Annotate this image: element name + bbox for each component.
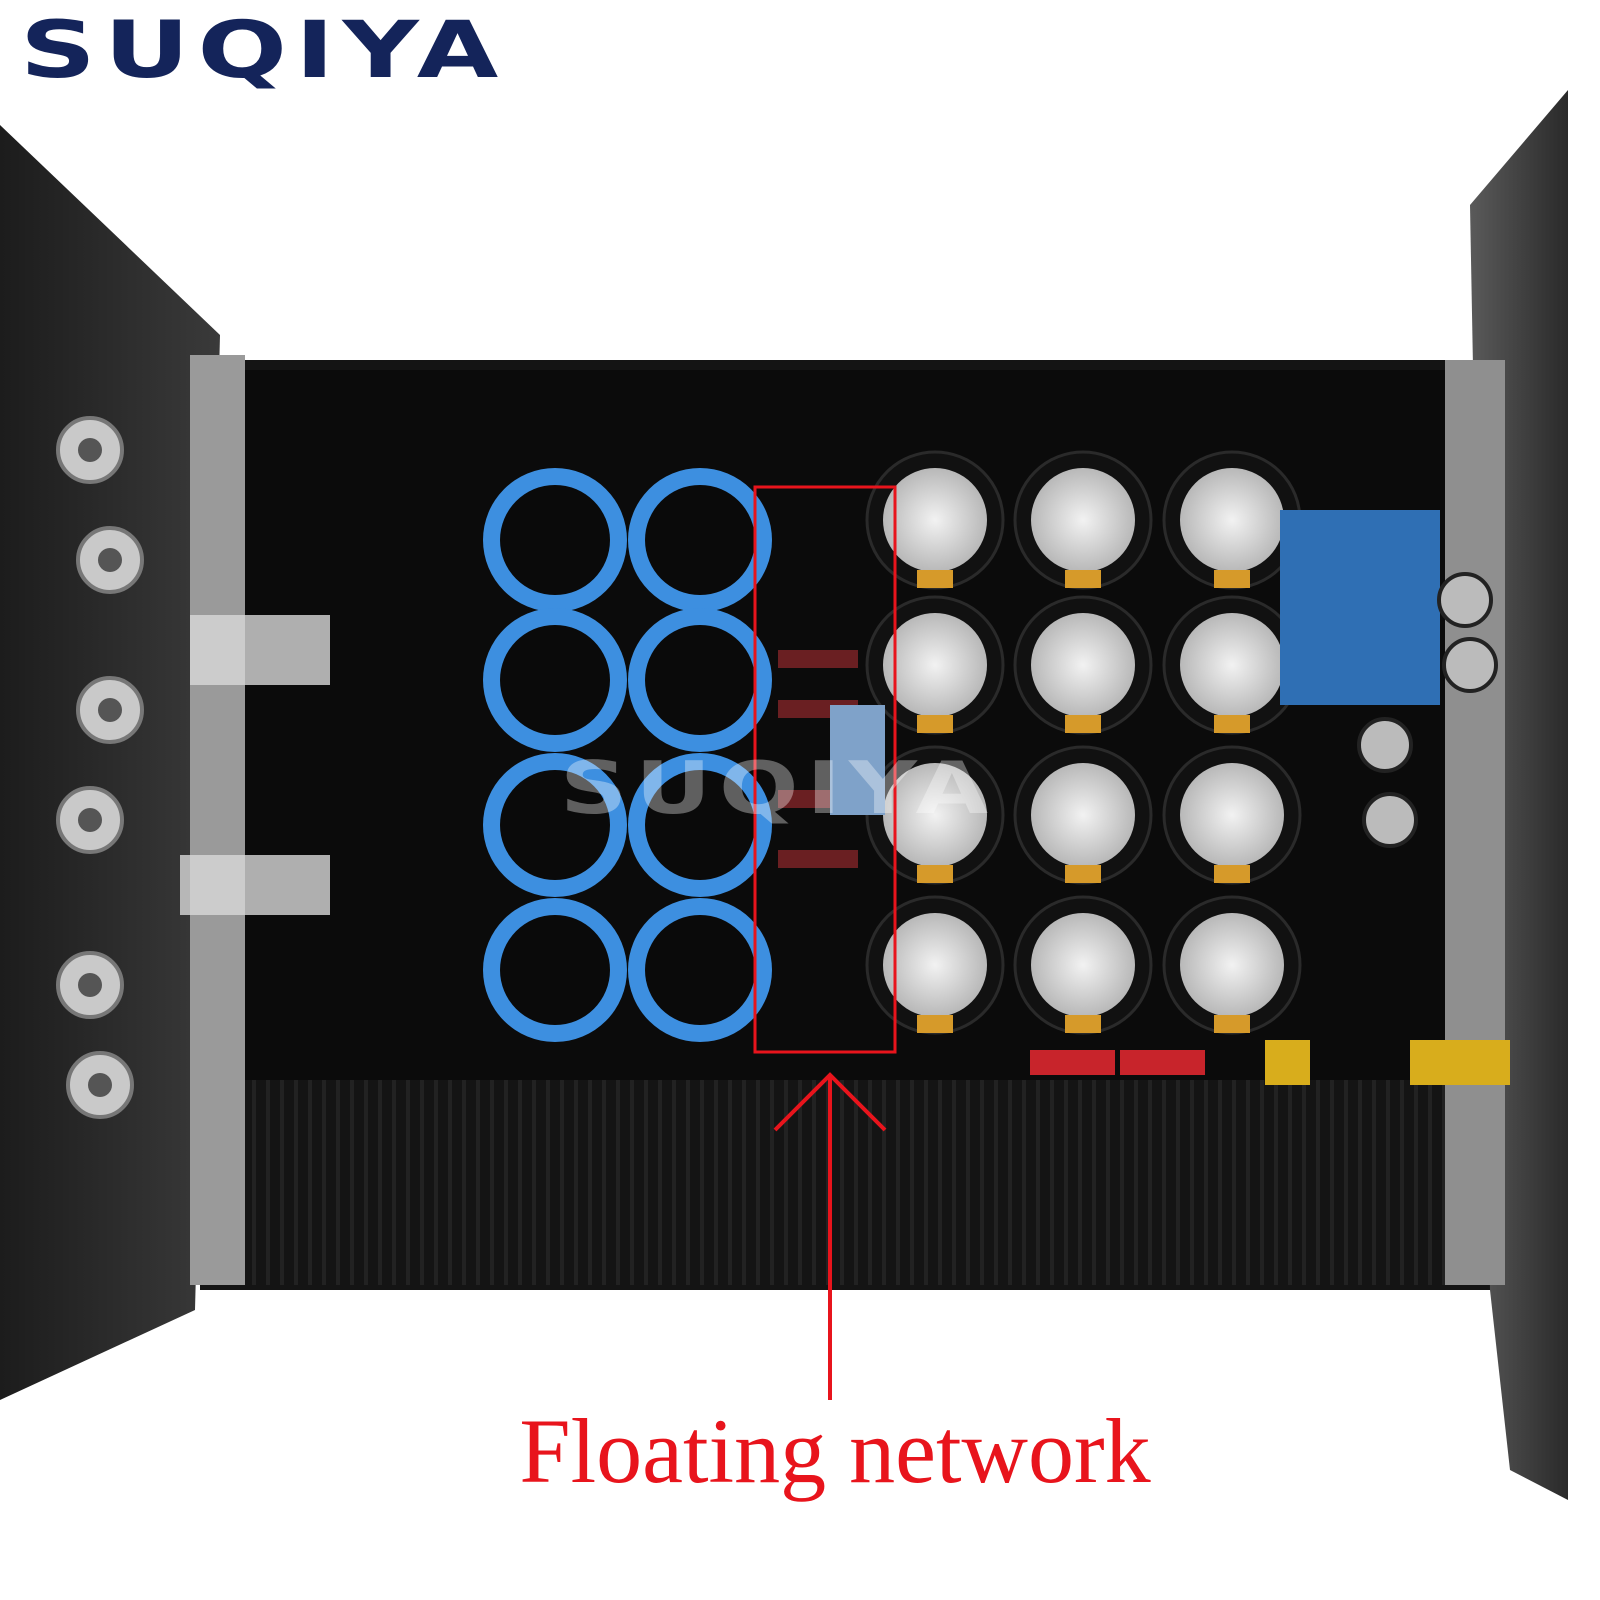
blue-capacitor-top bbox=[645, 770, 755, 880]
watermark: SUQIYA bbox=[560, 746, 996, 830]
highlight-box bbox=[753, 485, 897, 1054]
capacitor-label-stripe bbox=[1214, 715, 1250, 733]
capacitor-silver-top bbox=[1031, 613, 1135, 717]
yellow-capacitor bbox=[1265, 1040, 1310, 1085]
capacitor-silver-top bbox=[883, 763, 987, 867]
capacitor-label-stripe bbox=[1214, 865, 1250, 883]
capacitor-silver-top bbox=[1031, 763, 1135, 867]
capacitor-silver-top bbox=[1180, 468, 1284, 572]
terminal-center bbox=[78, 808, 102, 832]
floating-network-caption: Floating network bbox=[519, 1400, 1151, 1502]
small-capacitor bbox=[1362, 792, 1418, 848]
small-capacitor bbox=[1357, 717, 1413, 773]
capacitor-label-stripe bbox=[917, 1015, 953, 1033]
capacitor-silver-top bbox=[1180, 613, 1284, 717]
film-capacitor bbox=[1120, 1050, 1205, 1075]
terminal-center bbox=[88, 1073, 112, 1097]
capacitor-silver-top bbox=[1180, 763, 1284, 867]
capacitor-silver-top bbox=[1031, 468, 1135, 572]
capacitor-label-stripe bbox=[1065, 865, 1101, 883]
blue-capacitor-top bbox=[500, 770, 610, 880]
capacitor-label-stripe bbox=[1065, 715, 1101, 733]
capacitor-label-stripe bbox=[917, 865, 953, 883]
capacitor-silver-top bbox=[883, 613, 987, 717]
film-capacitor bbox=[1030, 1050, 1115, 1075]
capacitor-label-stripe bbox=[1214, 570, 1250, 588]
arrow-head bbox=[773, 1072, 887, 1132]
blue-capacitor-top bbox=[500, 485, 610, 595]
right-mounting-rail bbox=[1445, 360, 1505, 1285]
capacitor-label-stripe bbox=[917, 570, 953, 588]
film-capacitor-blue bbox=[830, 705, 885, 815]
capacitor-label-stripe bbox=[1065, 1015, 1101, 1033]
blue-capacitor-top bbox=[645, 625, 755, 735]
blue-capacitor-top bbox=[500, 915, 610, 1025]
capacitor-label-stripe bbox=[1065, 570, 1101, 588]
resistor bbox=[778, 650, 858, 668]
transformer bbox=[1280, 510, 1440, 705]
capacitor-label-stripe bbox=[1214, 1015, 1250, 1033]
blue-capacitor-top bbox=[500, 625, 610, 735]
relay bbox=[180, 855, 330, 915]
capacitor-silver-top bbox=[1180, 913, 1284, 1017]
left-mounting-rail bbox=[190, 355, 245, 1285]
left-side-panel bbox=[0, 125, 220, 1400]
resistor bbox=[778, 850, 858, 868]
brand-logo: SUQIYA bbox=[20, 6, 507, 96]
terminal-center bbox=[98, 548, 122, 572]
small-capacitor bbox=[1437, 572, 1493, 628]
terminal-center bbox=[78, 973, 102, 997]
capacitor-label-stripe bbox=[917, 715, 953, 733]
yellow-capacitor bbox=[1410, 1040, 1510, 1085]
capacitor-silver-top bbox=[883, 913, 987, 1017]
capacitor-silver-top bbox=[883, 468, 987, 572]
terminal-center bbox=[98, 698, 122, 722]
small-capacitor bbox=[1442, 637, 1498, 693]
blue-capacitor-top bbox=[645, 915, 755, 1025]
blue-capacitor-top bbox=[645, 485, 755, 595]
capacitor-silver-top bbox=[1031, 913, 1135, 1017]
terminal-center bbox=[78, 438, 102, 462]
relay bbox=[190, 615, 330, 685]
